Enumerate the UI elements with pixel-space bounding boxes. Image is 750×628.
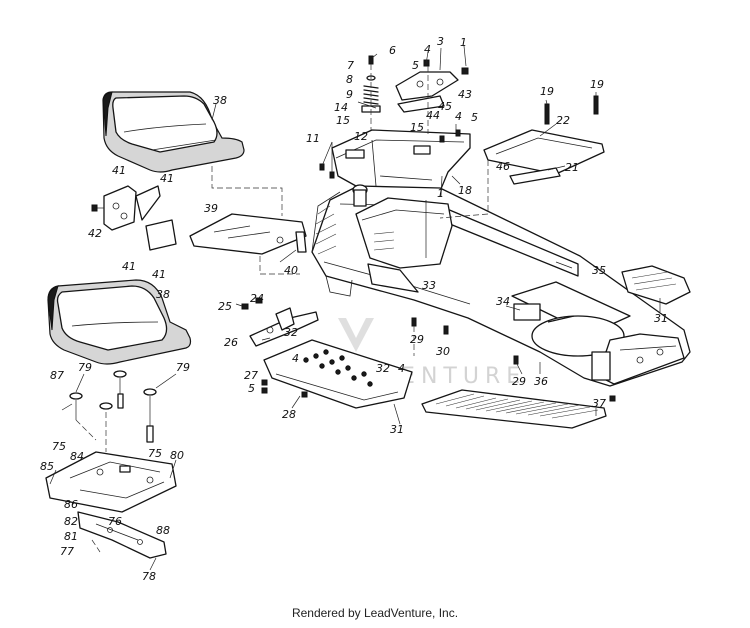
callout-14: 14 xyxy=(334,101,348,114)
callout-79: 79 xyxy=(78,361,92,374)
seat-hardware-lower xyxy=(69,370,157,452)
seat-adjust-linkage xyxy=(395,59,469,134)
callout-4: 4 xyxy=(398,362,405,375)
callout-40: 40 xyxy=(284,264,298,277)
callout-3: 3 xyxy=(437,35,444,48)
callout-41: 41 xyxy=(112,164,126,177)
seat-plate xyxy=(189,213,307,255)
callout-32: 32 xyxy=(284,326,298,339)
callout-80: 80 xyxy=(170,449,184,462)
callouts: 1 3 4 5 6 7 8 9 43 45 44 14 15 15 12 11 … xyxy=(40,35,668,583)
callout-38: 38 xyxy=(156,288,170,301)
fender-pan xyxy=(331,129,471,201)
callout-46: 46 xyxy=(496,160,510,173)
callout-4: 4 xyxy=(455,110,462,123)
step-plate-left xyxy=(263,339,413,409)
callout-76: 76 xyxy=(108,515,122,528)
callout-29: 29 xyxy=(410,333,424,346)
callout-22: 22 xyxy=(556,114,570,127)
callout-81: 81 xyxy=(64,530,78,543)
callout-39: 39 xyxy=(204,202,218,215)
callout-27: 27 xyxy=(244,369,258,382)
lower-seat xyxy=(47,279,192,365)
callout-41: 41 xyxy=(122,260,136,273)
callout-82: 82 xyxy=(64,515,78,528)
callout-75: 75 xyxy=(52,440,66,453)
callout-31: 31 xyxy=(654,312,668,325)
bracket-26 xyxy=(241,297,319,347)
callout-15: 15 xyxy=(336,114,350,127)
callout-86: 86 xyxy=(64,498,78,511)
footrest-right xyxy=(621,265,691,305)
callout-84: 84 xyxy=(70,450,84,463)
callout-9: 9 xyxy=(346,88,353,101)
seat-slide-lower xyxy=(77,511,167,559)
callout-18: 18 xyxy=(458,184,472,197)
callout-35: 35 xyxy=(592,264,606,277)
callout-37: 37 xyxy=(592,397,606,410)
rear-pan xyxy=(439,95,605,219)
callout-43: 43 xyxy=(458,88,472,101)
seat-bracket-upper xyxy=(91,185,177,251)
callout-15: 15 xyxy=(410,121,424,134)
footer-credit: Rendered by LeadVenture, Inc. xyxy=(291,606,459,620)
callout-30: 30 xyxy=(436,345,450,358)
callout-5: 5 xyxy=(248,382,255,395)
footboard-grate xyxy=(421,389,607,429)
callout-41: 41 xyxy=(152,268,166,281)
callout-4: 4 xyxy=(424,43,431,56)
callout-1: 1 xyxy=(460,36,467,49)
seat-spring-assembly xyxy=(361,55,381,130)
callout-32: 32 xyxy=(376,362,390,375)
callout-79: 79 xyxy=(176,361,190,374)
callout-77: 77 xyxy=(60,545,74,558)
callout-42: 42 xyxy=(88,227,102,240)
callout-6: 6 xyxy=(389,44,396,57)
callout-29: 29 xyxy=(512,375,526,388)
leader-lines xyxy=(49,45,661,571)
callout-25: 25 xyxy=(218,300,232,313)
callout-87: 87 xyxy=(50,369,64,382)
callout-33: 33 xyxy=(422,279,436,292)
seat-base-lower xyxy=(45,451,177,513)
callout-1: 1 xyxy=(437,187,444,200)
callout-19: 19 xyxy=(540,85,554,98)
callout-8: 8 xyxy=(346,73,353,86)
callout-5: 5 xyxy=(471,111,478,124)
callout-21: 21 xyxy=(565,161,579,174)
upper-seat xyxy=(102,91,245,173)
callout-75: 75 xyxy=(148,447,162,460)
fuel-tank-body xyxy=(352,184,453,293)
callout-4: 4 xyxy=(292,352,299,365)
callout-12: 12 xyxy=(354,130,368,143)
callout-44: 44 xyxy=(426,109,440,122)
callout-41: 41 xyxy=(160,172,174,185)
callout-88: 88 xyxy=(156,524,170,537)
callout-19: 19 xyxy=(590,78,604,91)
callout-11: 11 xyxy=(306,132,320,145)
hardware-misc xyxy=(261,129,616,402)
callout-31: 31 xyxy=(390,423,404,436)
callout-78: 78 xyxy=(142,570,156,583)
callout-7: 7 xyxy=(347,59,354,72)
callout-24: 24 xyxy=(250,292,264,305)
callout-26: 26 xyxy=(224,336,238,349)
callout-34: 34 xyxy=(496,295,510,308)
callout-28: 28 xyxy=(282,408,296,421)
callout-5: 5 xyxy=(412,59,419,72)
callout-45: 45 xyxy=(438,100,452,113)
callout-38: 38 xyxy=(213,94,227,107)
callout-36: 36 xyxy=(534,375,548,388)
callout-85: 85 xyxy=(40,460,54,473)
